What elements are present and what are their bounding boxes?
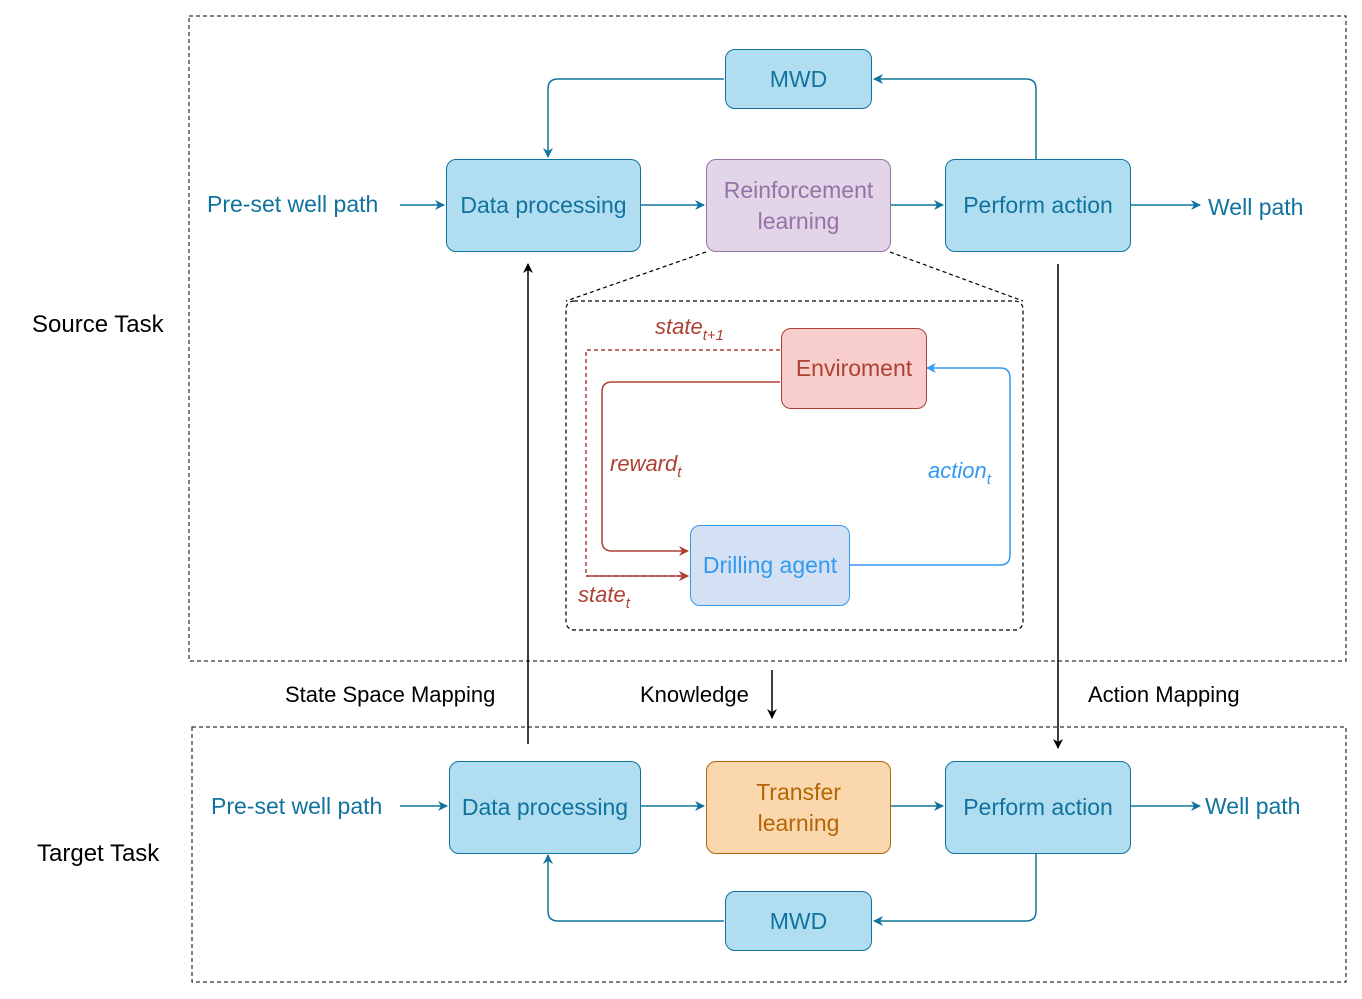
arrow-tgt-pa-mwd [873, 854, 1037, 926]
state-space-mapping-label: State Space Mapping [285, 682, 496, 707]
target-output-label: Well path [1205, 793, 1301, 819]
source-task-label: Source Task [32, 311, 164, 338]
drilling-agent-box: Drilling agent [690, 525, 850, 606]
reinforcement-learning-box: Reinforcement learning [706, 159, 891, 252]
target-data-processing-box: Data processing [449, 761, 641, 854]
zoom-line-left [565, 251, 707, 302]
target-perform-action-box: Perform action [945, 761, 1131, 854]
action-mapping-label: Action Mapping [1088, 682, 1240, 707]
source-data-processing-box: Data processing [446, 159, 641, 252]
action-label: actiont [928, 458, 991, 488]
transfer-learning-box: Transfer learning [706, 761, 891, 854]
environment-box: Enviroment [781, 328, 927, 409]
state-label: statet [578, 582, 630, 612]
arrow-src-mwd-dp [543, 78, 724, 158]
rl-detail-frame [565, 300, 1024, 631]
arrow-src-pa-mwd [873, 74, 1037, 159]
target-mwd-box: MWD [725, 891, 872, 951]
arrow-action [850, 363, 1011, 566]
source-mwd-box: MWD [725, 49, 872, 109]
arrow-reward [601, 381, 780, 556]
target-task-frame [191, 726, 1347, 983]
reward-label: rewardt [610, 451, 682, 481]
zoom-line-right [889, 251, 1024, 302]
state-next-label: statet+1 [655, 314, 724, 344]
source-task-frame [188, 15, 1347, 662]
knowledge-label: Knowledge [640, 682, 749, 707]
source-input-label: Pre-set well path [207, 191, 379, 217]
target-input-label: Pre-set well path [211, 793, 383, 819]
source-output-label: Well path [1208, 194, 1304, 220]
target-task-label: Target Task [37, 840, 160, 867]
source-perform-action-box: Perform action [945, 159, 1131, 252]
arrow-tgt-mwd-dp [543, 854, 724, 922]
